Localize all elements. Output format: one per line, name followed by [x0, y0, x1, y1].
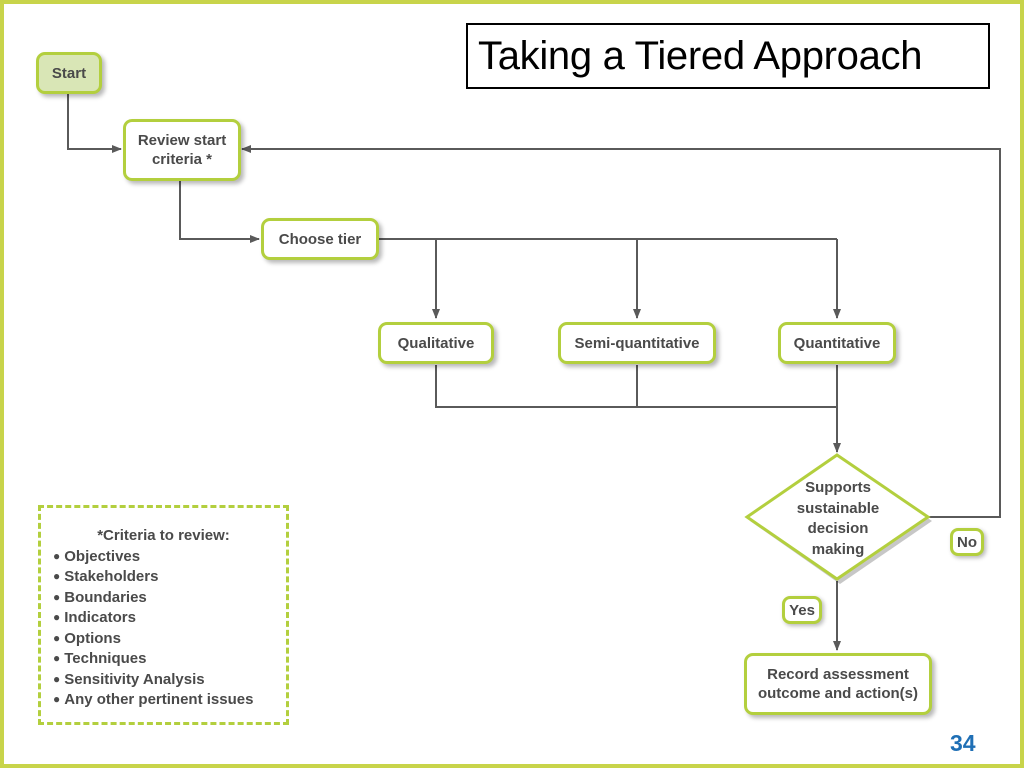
criteria-item: Stakeholders — [53, 567, 286, 588]
record-assessment-node: Record assessment outcome and action(s) — [744, 653, 932, 715]
no-label: No — [950, 528, 984, 556]
review-criteria-node: Review start criteria * — [123, 119, 241, 181]
connector-review-to-choose — [179, 181, 260, 243]
connector-start-to-review — [67, 94, 122, 153]
yes-label: Yes — [782, 596, 822, 624]
quantitative-node: Quantitative — [778, 322, 896, 364]
criteria-item: Any other pertinent issues — [53, 690, 286, 711]
criteria-item: Techniques — [53, 649, 286, 670]
start-node: Start — [36, 52, 102, 94]
qualitative-node: Qualitative — [378, 322, 494, 364]
connector-tiers-merge — [435, 365, 837, 408]
semi-quantitative-node: Semi-quantitative — [558, 322, 716, 364]
criteria-item: Objectives — [53, 547, 286, 568]
criteria-item: Boundaries — [53, 588, 286, 609]
criteria-item: Sensitivity Analysis — [53, 670, 286, 691]
page-number: 34 — [950, 730, 976, 756]
choose-tier-node: Choose tier — [261, 218, 379, 260]
criteria-box: *Criteria to review: Objectives Stakehol… — [38, 505, 289, 725]
criteria-title: *Criteria to review: — [97, 527, 230, 544]
slide-title: Taking a Tiered Approach — [466, 23, 990, 89]
criteria-list: Objectives Stakeholders Boundaries Indic… — [53, 547, 286, 711]
decision-text: Supports sustainable decision making — [796, 479, 880, 558]
criteria-item: Indicators — [53, 608, 286, 629]
connector-lines — [67, 94, 1001, 651]
criteria-item: Options — [53, 629, 286, 650]
connector-no-loop — [241, 145, 1001, 518]
decision-diamond — [744, 453, 931, 581]
